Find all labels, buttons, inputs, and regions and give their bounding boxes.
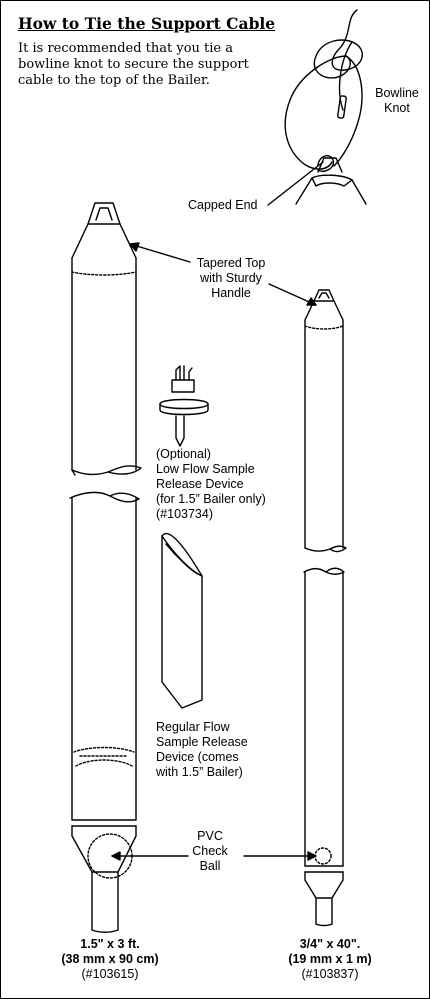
bailer-small-upper (268, 283, 347, 553)
page-title: How to Tie the Support Cable (18, 14, 276, 33)
bailer-small-lower (243, 567, 345, 927)
product-small-size: 3/4" x 40". (299, 937, 361, 951)
bowline-knot-drawing (267, 9, 367, 206)
product-small-caption: 3/4" x 40". (19 mm x 1 m) (#103837) (250, 937, 410, 982)
bailer-large-upper (71, 202, 191, 476)
product-large-metric: (38 mm x 90 cm) (61, 952, 159, 966)
bailer-large-lower (69, 491, 189, 933)
optional-device-label: (Optional) Low Flow Sample Release Devic… (156, 447, 266, 521)
product-small-metric: (19 mm x 1 m) (288, 952, 372, 966)
product-large-caption: 1.5" x 3 ft. (38 mm x 90 cm) (#103615) (30, 937, 190, 982)
regular-flow-release-device (161, 532, 203, 709)
low-flow-release-device (159, 365, 209, 447)
check-ball-small-icon (314, 847, 332, 865)
product-small-part: (#103837) (301, 967, 359, 981)
capped-end-label: Capped End (188, 198, 258, 212)
product-large-part: (#103615) (81, 967, 139, 981)
regular-device-label: Regular Flow Sample Release Device (come… (156, 720, 248, 779)
cable-capped-end-icon (337, 95, 347, 119)
intro-text: It is recommended that you tie a bowline… (18, 41, 249, 88)
bowline-knot-label: Bowline Knot (375, 86, 419, 115)
tapered-top-label: Tapered Top with Sturdy Handle (196, 256, 266, 300)
product-large-size: 1.5" x 3 ft. (80, 937, 140, 951)
check-ball-label: PVC Check Ball (192, 829, 228, 873)
